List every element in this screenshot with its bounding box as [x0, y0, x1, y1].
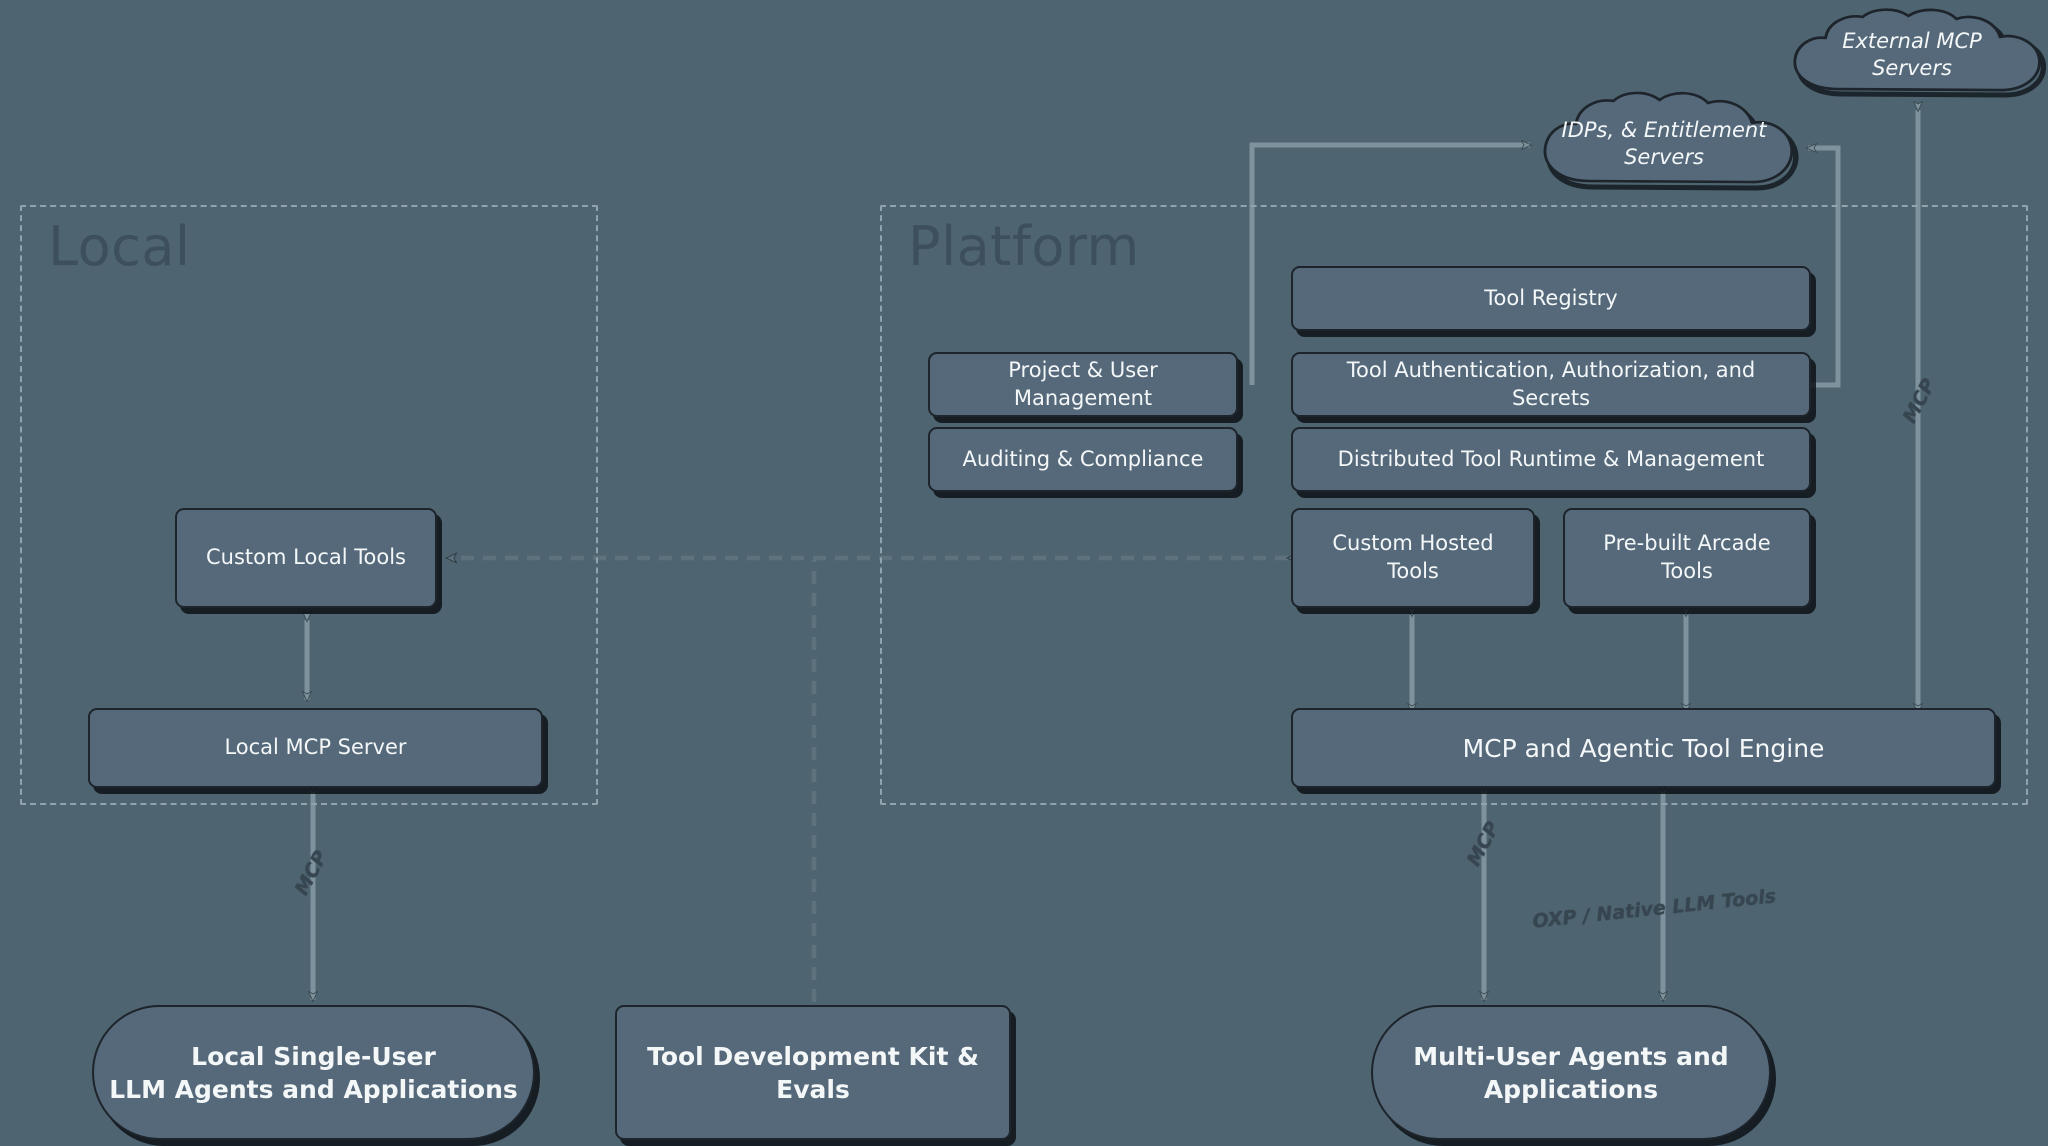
node-prebuilt-arcade-tools[interactable]: Pre-built Arcade Tools: [1563, 508, 1811, 608]
node-multi-user-agents[interactable]: Multi-User Agents and Applications: [1371, 1005, 1771, 1140]
local-agents-line2: LLM Agents and Applications: [109, 1074, 518, 1104]
node-distributed-tool-runtime[interactable]: Distributed Tool Runtime & Management: [1291, 427, 1811, 492]
node-custom-local-tools[interactable]: Custom Local Tools: [175, 508, 437, 608]
local-agents-line1: Local Single-User: [191, 1041, 436, 1071]
edge-label-mcp-local: MCP: [290, 847, 333, 899]
cloud-idps-entitlement-servers: IDPs, & Entitlement Servers: [1528, 90, 1800, 198]
node-tool-registry[interactable]: Tool Registry: [1291, 266, 1811, 331]
cloud-external-mcp-label: External MCP Servers: [1842, 28, 1982, 80]
group-platform-title: Platform: [908, 215, 1140, 278]
multi-user-agents-line2: Applications: [1483, 1074, 1659, 1104]
group-platform: [880, 205, 2028, 805]
node-mcp-agentic-tool-engine[interactable]: MCP and Agentic Tool Engine: [1291, 708, 1996, 788]
node-tool-development-kit[interactable]: Tool Development Kit & Evals: [615, 1005, 1011, 1140]
group-local: [20, 205, 598, 805]
node-tool-authentication[interactable]: Tool Authentication, Authorization, and …: [1291, 352, 1811, 417]
cloud-idps-label: IDPs, & Entitlement Servers: [1561, 117, 1767, 169]
node-local-single-user-agents[interactable]: Local Single-User LLM Agents and Applica…: [92, 1005, 535, 1140]
node-custom-hosted-tools[interactable]: Custom Hosted Tools: [1291, 508, 1535, 608]
group-local-title: Local: [48, 215, 191, 278]
node-project-user-management[interactable]: Project & User Management: [928, 352, 1238, 417]
edge-label-oxp-native-llm-tools: OXP / Native LLM Tools: [1531, 885, 1778, 933]
multi-user-agents-line1: Multi-User Agents and: [1413, 1041, 1729, 1071]
cloud-external-mcp-servers: External MCP Servers: [1778, 6, 2046, 104]
edge-label-mcp-platform: MCP: [1462, 818, 1505, 870]
node-local-mcp-server[interactable]: Local MCP Server: [88, 708, 543, 788]
node-auditing-compliance[interactable]: Auditing & Compliance: [928, 427, 1238, 492]
